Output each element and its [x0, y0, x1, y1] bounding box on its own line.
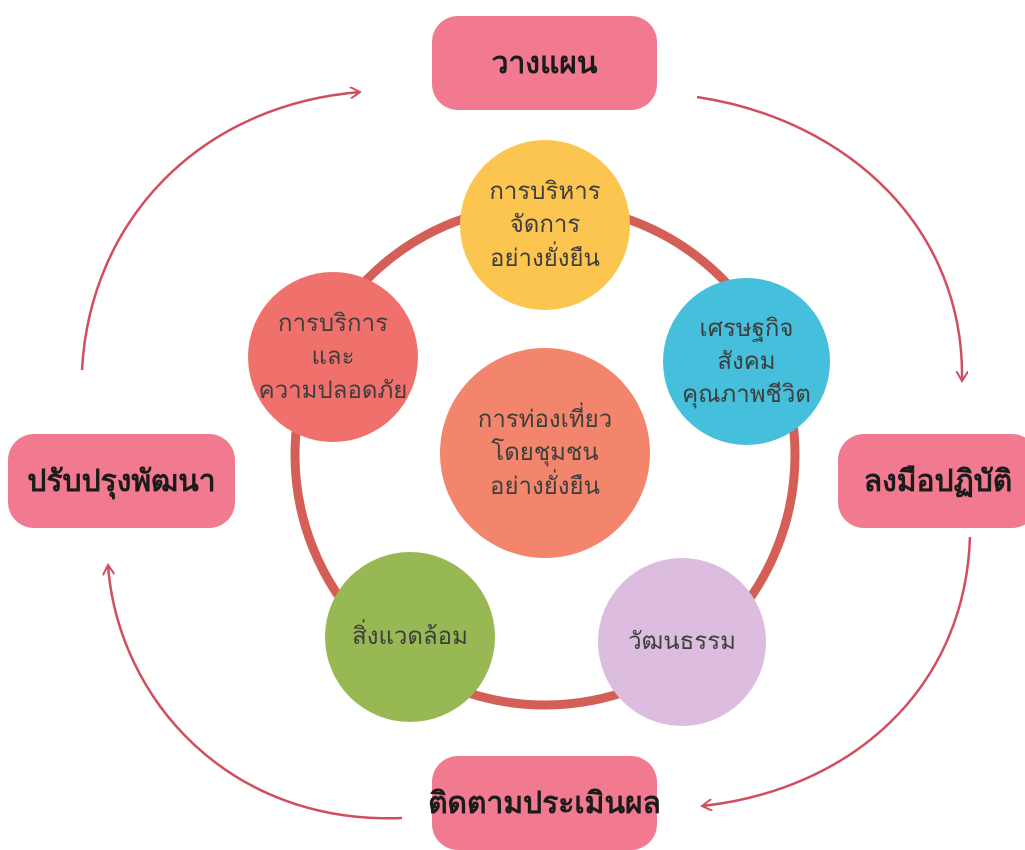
- stage-plan-label: วางแผน: [491, 45, 598, 81]
- stage-do: ลงมือปฏิบัติ: [838, 434, 1025, 528]
- pillar-economy-line-1: เศรษฐกิจ: [699, 313, 794, 342]
- center-line-3: อย่างยั่งยืน: [490, 471, 600, 500]
- center-line-1: การท่องเที่ยว: [477, 405, 613, 434]
- arrow-improve-to-plan: [80, 92, 360, 371]
- stage-check-label: ติดตามประเมินผล: [428, 785, 661, 821]
- pillar-service-line-1: การบริการ: [278, 309, 388, 338]
- stage-improve: ปรับปรุงพัฒนา: [8, 434, 235, 528]
- arrow-do-to-check: [702, 536, 972, 806]
- pillar-management-line-1: การบริหาร: [489, 177, 601, 206]
- center-line-2: โดยชุมชน: [491, 438, 599, 467]
- pillar-culture-line-1: วัฒนธรรม: [628, 627, 736, 656]
- pillar-service: การบริการ และ ความปลอดภัย: [248, 272, 418, 442]
- pillar-management-line-3: อย่างยั่งยืน: [490, 243, 600, 272]
- pillar-environment: สิ่งแวดล้อม: [325, 552, 495, 722]
- arrow-plan-to-do: [696, 95, 962, 381]
- stage-do-label: ลงมือปฏิบัติ: [863, 463, 1013, 499]
- pillar-service-line-3: ความปลอดภัย: [258, 375, 408, 404]
- stage-improve-label: ปรับปรุงพัฒนา: [27, 463, 216, 499]
- pillar-economy: เศรษฐกิจ สังคม คุณภาพชีวิต: [663, 278, 830, 445]
- pillar-culture: วัฒนธรรม: [598, 558, 766, 726]
- stage-check: ติดตามประเมินผล: [428, 756, 661, 850]
- pillar-management: การบริหาร จัดการ อย่างยั่งยืน: [460, 140, 630, 310]
- pillar-management-line-2: จัดการ: [509, 210, 581, 239]
- pillar-economy-line-2: สังคม: [717, 346, 776, 375]
- pillar-service-line-2: และ: [311, 342, 355, 371]
- center-node: การท่องเที่ยว โดยชุมชน อย่างยั่งยืน: [440, 348, 650, 558]
- pillar-economy-line-3: คุณภาพชีวิต: [682, 380, 811, 409]
- arrow-check-to-improve: [108, 565, 403, 820]
- stage-plan: วางแผน: [432, 16, 657, 110]
- pillar-environment-line-1: สิ่งแวดล้อม: [352, 622, 468, 651]
